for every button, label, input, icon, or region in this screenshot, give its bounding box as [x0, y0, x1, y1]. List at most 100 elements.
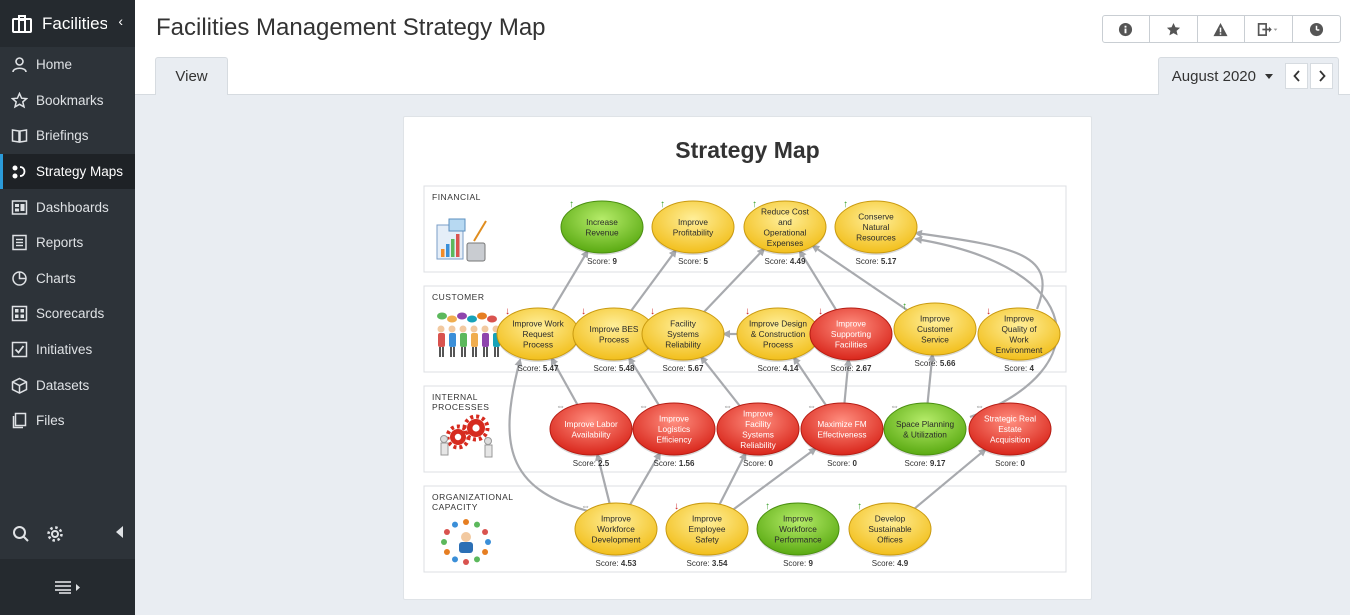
objective-bubble[interactable] — [560, 200, 644, 254]
info-button[interactable] — [1103, 16, 1150, 42]
objective-bubble[interactable] — [716, 402, 800, 456]
objective-bubble[interactable] — [641, 307, 725, 361]
sidebar-item-initiatives[interactable]: Initiatives — [0, 332, 135, 368]
sidebar-item-home[interactable]: Home — [0, 47, 135, 83]
objective-bubble[interactable] — [743, 200, 827, 254]
objective-bubble[interactable] — [756, 502, 840, 556]
objective-bubble[interactable] — [968, 402, 1052, 456]
trend-flat-icon: ⇔ — [723, 401, 732, 411]
perspective-label-org: ORGANIZATIONAL — [432, 492, 513, 502]
objective-bubble[interactable] — [651, 200, 735, 254]
objective-bubble[interactable] — [809, 307, 893, 361]
link-sre-cons — [914, 236, 1058, 419]
collapse-arrow-icon[interactable] — [116, 526, 123, 538]
gear-icon[interactable] — [46, 525, 64, 543]
link-wfd-wrp — [508, 358, 589, 513]
link-wfd-lab — [594, 452, 611, 504]
objective-bubble[interactable] — [574, 502, 658, 556]
warning-icon — [1213, 22, 1228, 36]
trend-up-icon: ↑ — [857, 501, 862, 512]
objective-score: Score: 9.17 — [905, 459, 946, 468]
search-icon[interactable] — [12, 525, 30, 543]
objective-score: Score: 2.67 — [831, 364, 872, 373]
page-header: Facilities Management Strategy Map View … — [135, 0, 1350, 95]
objective-bubble[interactable] — [665, 502, 749, 556]
menu-expand-icon[interactable] — [53, 580, 83, 594]
chevron-right-icon — [1318, 70, 1326, 82]
link-spu-cs — [926, 352, 936, 404]
header-toolbar — [1101, 15, 1341, 43]
map-title: Strategy Map — [675, 137, 820, 163]
sidebar-item-strategy-maps[interactable]: Strategy Maps — [0, 153, 135, 190]
objective-bubble[interactable] — [632, 402, 716, 456]
link-lab-wrp — [550, 356, 579, 406]
period-selector: August 2020 — [1157, 57, 1339, 95]
sidebar-item-datasets[interactable]: Datasets — [0, 367, 135, 403]
objective-bubble[interactable] — [977, 307, 1061, 361]
objective-score: Score: 4.9 — [872, 559, 909, 568]
objective-score: Score: 0 — [995, 459, 1025, 468]
objective-bubble[interactable] — [893, 302, 977, 356]
sidebar-item-dashboards[interactable]: Dashboards — [0, 189, 135, 225]
objective-bubble[interactable] — [883, 402, 967, 456]
tab-view[interactable]: View — [155, 57, 228, 95]
trend-down-icon: ↓ — [650, 306, 655, 317]
sidebar-item-scorecards[interactable]: Scorecards — [0, 296, 135, 332]
objective-spu[interactable]: Space Planning& Utilization⇔Score: 9.17 — [883, 401, 967, 468]
sidebar-item-reports[interactable]: Reports — [0, 225, 135, 261]
trend-flat-icon: ⇔ — [581, 501, 590, 511]
objective-bubble[interactable] — [834, 200, 918, 254]
next-period-button[interactable] — [1310, 63, 1333, 89]
objective-bubble[interactable] — [848, 502, 932, 556]
sidebar-item-label: Initiatives — [36, 342, 93, 358]
sidebar-item-bookmarks[interactable]: Bookmarks — [0, 83, 135, 119]
collapse-sidebar-button[interactable]: ‹ — [118, 13, 123, 29]
sidebar-item-charts[interactable]: Charts — [0, 261, 135, 297]
sidebar-item-files[interactable]: Files — [0, 403, 135, 439]
star-icon — [1166, 22, 1180, 35]
objective-score: Score: 5 — [678, 257, 708, 266]
strategy-map-canvas: FINANCIALCUSTOMERINTERNALPROCESSESORGANI… — [423, 185, 1067, 573]
perspective-label-org: CAPACITY — [432, 502, 478, 512]
app-brand[interactable]: Facilities ‹ — [0, 0, 135, 47]
sidebar-item-briefings[interactable]: Briefings — [0, 118, 135, 154]
period-dropdown[interactable]: August 2020 — [1159, 58, 1285, 95]
perspective-label-internal: PROCESSES — [432, 402, 489, 412]
alert-button[interactable] — [1198, 16, 1245, 42]
perspective-financial — [423, 185, 1067, 273]
history-button[interactable] — [1293, 16, 1341, 42]
export-button[interactable] — [1245, 16, 1293, 42]
trend-flat-icon: ⇔ — [807, 401, 816, 411]
sidebar-item-label: Briefings — [36, 128, 89, 144]
objective-bubble[interactable] — [549, 402, 633, 456]
objective-bubble[interactable] — [800, 402, 884, 456]
bookmark-button[interactable] — [1150, 16, 1198, 42]
prev-period-button[interactable] — [1285, 63, 1308, 89]
